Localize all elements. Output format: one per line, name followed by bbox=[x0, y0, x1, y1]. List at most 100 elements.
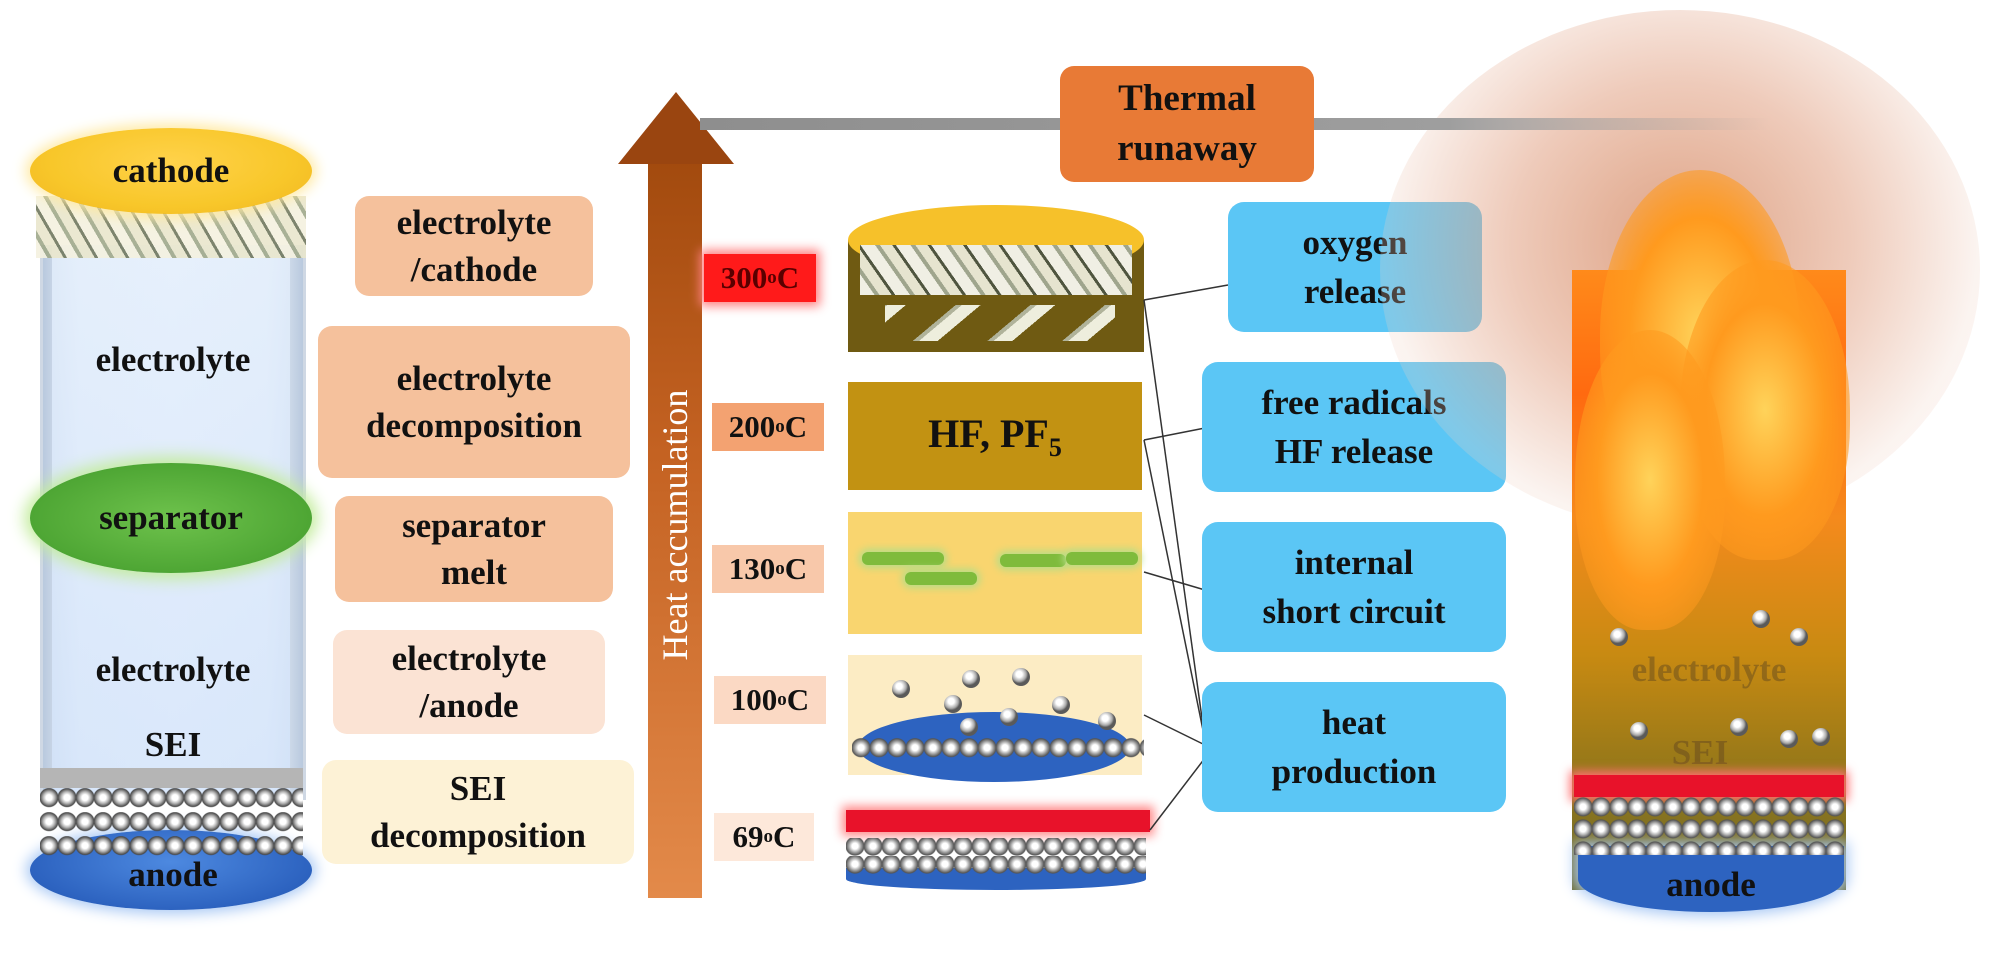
connector-line bbox=[1143, 439, 1206, 741]
temp-unit: C bbox=[773, 819, 796, 854]
gas-bubble bbox=[1812, 728, 1830, 746]
temp-unit: C bbox=[786, 682, 810, 717]
thermal-runaway-line: Thermal bbox=[1118, 78, 1256, 120]
temp-unit: C bbox=[776, 260, 800, 295]
connector-line bbox=[1149, 757, 1206, 831]
sei-layer bbox=[40, 768, 303, 788]
reaction-electrolyte-anode: electrolyte/anode bbox=[333, 630, 605, 734]
anode-label: anode bbox=[128, 855, 218, 894]
reaction-line: decomposition bbox=[370, 816, 586, 855]
effect-line: heat bbox=[1321, 703, 1387, 742]
degree-mark: o bbox=[777, 689, 787, 710]
stack-cathode-crystals bbox=[860, 245, 1132, 295]
gas-bubble bbox=[1630, 722, 1648, 740]
effect-line: internal bbox=[1294, 543, 1414, 582]
graphite-particles bbox=[40, 788, 303, 860]
gas-bubble bbox=[1790, 628, 1808, 646]
temp-unit: C bbox=[784, 409, 808, 444]
degree-mark: o bbox=[767, 267, 777, 288]
fire-graphite bbox=[1574, 797, 1844, 855]
reaction-line: separator bbox=[402, 505, 546, 545]
temp-value: 69 bbox=[732, 819, 764, 854]
separator-fragment bbox=[862, 552, 944, 565]
reaction-line: SEI bbox=[449, 768, 507, 808]
temp-unit: C bbox=[784, 551, 808, 586]
fire-anode-layer bbox=[1578, 846, 1844, 912]
reaction-line: melt bbox=[440, 553, 508, 592]
hf-pf5-label: HF, PF bbox=[928, 410, 1049, 456]
effect-line: short circuit bbox=[1262, 592, 1446, 631]
reaction-electrolyte-decomposition: electrolyte decomposition bbox=[318, 326, 630, 478]
electrolyte-bottom-label: electrolyte bbox=[95, 650, 251, 689]
reaction-line: decomposition bbox=[366, 406, 582, 445]
separator-fragment bbox=[1066, 552, 1138, 565]
degree-mark: o bbox=[763, 826, 774, 847]
reaction-separator-melt: separator melt bbox=[335, 496, 613, 602]
gas-bubble bbox=[1752, 610, 1770, 628]
electrolyte-top-label: electrolyte bbox=[95, 340, 251, 379]
thermal-runaway-box: Thermal runaway bbox=[1060, 66, 1314, 182]
fire-anode-label: anode bbox=[1666, 865, 1756, 904]
temp-value: 200 bbox=[728, 409, 776, 444]
gas-bubble bbox=[892, 680, 910, 698]
fire-electrolyte-label: electrolyte bbox=[1631, 650, 1787, 689]
cathode-label: cathode bbox=[112, 151, 230, 190]
fire-sei-label: SEI bbox=[1671, 733, 1729, 772]
gas-bubble bbox=[1610, 628, 1628, 646]
connector-line bbox=[1143, 284, 1229, 301]
connector-line bbox=[1143, 427, 1206, 441]
reaction-electrolyte-cathode: electrolyte/cathode bbox=[355, 196, 593, 296]
degree-mark: o bbox=[775, 558, 785, 579]
stack-69-sei-layer bbox=[846, 810, 1150, 832]
reaction-sei-decomposition: SEI decomposition bbox=[322, 760, 634, 864]
reaction-line: electrolyte bbox=[396, 358, 552, 398]
gas-bubble bbox=[1000, 708, 1018, 726]
reaction-line: /anode bbox=[419, 686, 519, 725]
temp-value: 300 bbox=[720, 260, 768, 295]
gas-bubble bbox=[1730, 718, 1748, 736]
connector-line bbox=[1143, 299, 1206, 741]
thermal-runaway-line: runaway bbox=[1117, 128, 1257, 169]
flame bbox=[1575, 330, 1725, 630]
separator-fragment bbox=[905, 572, 977, 585]
gas-bubble bbox=[1780, 730, 1798, 748]
hf-pf5-subscript: 5 bbox=[1048, 432, 1062, 462]
connector-line bbox=[1143, 714, 1206, 746]
reaction-line: /cathode bbox=[410, 250, 538, 289]
reaction-line: electrolyte bbox=[396, 202, 552, 242]
sei-label: SEI bbox=[144, 725, 202, 764]
connector-line bbox=[1143, 571, 1206, 591]
gas-bubble bbox=[1012, 668, 1030, 686]
stack-200-layer: HF, PF5 bbox=[848, 382, 1142, 490]
stack-cathode-fragments bbox=[885, 305, 1115, 341]
effect-line: HF release bbox=[1274, 432, 1434, 471]
gas-bubble bbox=[1098, 712, 1116, 730]
temp-value: 130 bbox=[728, 551, 776, 586]
stack-130-layer bbox=[848, 512, 1142, 634]
stack-100-graphite bbox=[852, 736, 1144, 762]
separator-layer: separator bbox=[30, 463, 312, 573]
separator-label: separator bbox=[99, 498, 243, 537]
reaction-line: electrolyte bbox=[391, 638, 547, 678]
effect-line: production bbox=[1271, 752, 1437, 791]
effect-heat-production: heat production bbox=[1202, 682, 1506, 812]
gas-bubble bbox=[1052, 696, 1070, 714]
stack-69-graphite bbox=[846, 838, 1146, 874]
cathode-layer: cathode bbox=[30, 128, 312, 214]
separator-fragment bbox=[1000, 554, 1066, 567]
temp-value: 100 bbox=[730, 682, 778, 717]
gas-bubble bbox=[962, 670, 980, 688]
gas-bubble bbox=[960, 718, 978, 736]
effect-internal-short-circuit: internal short circuit bbox=[1202, 522, 1506, 652]
heat-arrow-shaft bbox=[648, 158, 702, 898]
degree-mark: o bbox=[775, 416, 785, 437]
fire-sei-layer bbox=[1574, 775, 1844, 797]
gas-bubble bbox=[944, 695, 962, 713]
